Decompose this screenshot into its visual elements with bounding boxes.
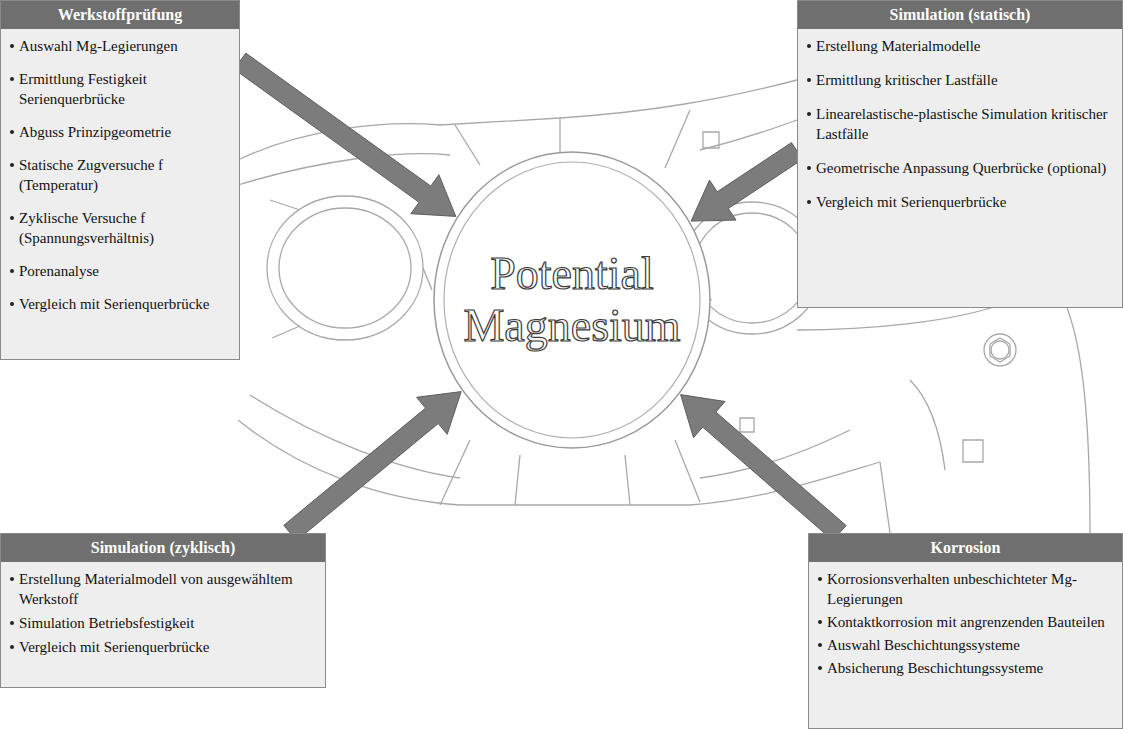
bullet-dot xyxy=(807,166,811,170)
bullet-text: Vergleich mit Serienquerbrücke xyxy=(19,637,210,657)
block-arrow xyxy=(284,392,461,541)
bullet-item: Absicherung Beschichtungssysteme xyxy=(817,658,1114,678)
bullet-dot xyxy=(10,216,14,220)
bullet-text: Erstellung Materialmodelle xyxy=(816,36,981,56)
bullet-item: Porenanalyse xyxy=(9,261,231,281)
bullet-dot xyxy=(10,645,14,649)
bullet-item: Korrosionsverhalten unbeschichteter Mg-L… xyxy=(817,569,1114,609)
topic-box: KorrosionKorrosionsverhalten unbeschicht… xyxy=(808,533,1123,729)
topic-box: Simulation (zyklisch) Erstellung Material… xyxy=(0,533,326,688)
bullet-text: Ermittlung Festigkeit Serienquerbrücke xyxy=(19,69,231,109)
bullet-item: Vergleich mit Serienquerbrücke xyxy=(9,637,317,657)
bullet-text: Zyklische Versuche f (Spannungsverhältni… xyxy=(19,208,231,248)
bullet-item: Zyklische Versuche f (Spannungsverhältni… xyxy=(9,208,231,248)
bullet-text: Statische Zugversuche f (Temperatur) xyxy=(19,155,231,195)
bullet-dot xyxy=(807,78,811,82)
bullet-text: Porenanalyse xyxy=(19,261,99,281)
box-heading: Korrosion xyxy=(809,534,1122,562)
bullet-item: Statische Zugversuche f (Temperatur) xyxy=(9,155,231,195)
bullet-text: Abguss Prinzipgeometrie xyxy=(19,122,171,142)
box-body: Korrosionsverhalten unbeschichteter Mg-L… xyxy=(809,562,1122,684)
bullet-dot xyxy=(10,577,14,581)
bullet-dot xyxy=(10,163,14,167)
central-ring: Potential Magnesium xyxy=(432,150,712,450)
box-heading: Werkstoffprüfung xyxy=(1,1,239,29)
bullet-item: Abguss Prinzipgeometrie xyxy=(9,122,231,142)
box-body: Erstellung MaterialmodelleErmittlung kri… xyxy=(798,29,1122,218)
bullet-item: Ermittlung Festigkeit Serienquerbrücke xyxy=(9,69,231,109)
bullet-dot xyxy=(10,269,14,273)
topic-box: WerkstoffprüfungAuswahl Mg-LegierungenEr… xyxy=(0,0,240,360)
bullet-text: Auswahl Mg-Legierungen xyxy=(19,36,178,56)
bullet-dot xyxy=(10,77,14,81)
bullet-text: Vergleich mit Serienquerbrücke xyxy=(19,294,210,314)
bullet-item: Erstellung Materialmodell von ausgewählt… xyxy=(9,569,317,609)
block-arrow xyxy=(234,53,456,216)
box-heading: Simulation (zyklisch) xyxy=(1,534,325,562)
box-body: Auswahl Mg-LegierungenErmittlung Festigk… xyxy=(1,29,239,320)
bullet-text: Ermittlung kritischer Lastfälle xyxy=(816,70,998,90)
bullet-dot xyxy=(818,577,822,581)
bullet-dot xyxy=(807,112,811,116)
bullet-item: Auswahl Beschichtungssysteme xyxy=(817,635,1114,655)
bullet-item: Vergleich mit Serienquerbrücke xyxy=(806,192,1114,212)
bullet-item: Linearelastische-plastische Simulation k… xyxy=(806,104,1114,144)
bullet-dot xyxy=(818,666,822,670)
bullet-text: Geometrische Anpassung Querbrücke (optio… xyxy=(816,158,1106,178)
bullet-item: Geometrische Anpassung Querbrücke (optio… xyxy=(806,158,1114,178)
bullet-dot xyxy=(807,200,811,204)
bullet-dot xyxy=(10,44,14,48)
block-arrow xyxy=(691,143,802,222)
box-heading: Simulation (statisch) xyxy=(798,1,1122,29)
bullet-text: Korrosionsverhalten unbeschichteter Mg-L… xyxy=(827,569,1114,609)
bullet-text: Vergleich mit Serienquerbrücke xyxy=(816,192,1007,212)
block-arrow xyxy=(681,395,847,541)
bullet-text: Linearelastische-plastische Simulation k… xyxy=(816,104,1114,144)
bullet-dot xyxy=(10,130,14,134)
bullet-dot xyxy=(10,302,14,306)
bullet-text: Simulation Betriebsfestigkeit xyxy=(19,613,194,633)
bullet-text: Auswahl Beschichtungssysteme xyxy=(827,635,1020,655)
box-body: Erstellung Materialmodell von ausgewählt… xyxy=(1,562,325,663)
topic-box: Simulation (statisch)Erstellung Material… xyxy=(797,0,1123,308)
bullet-item: Simulation Betriebsfestigkeit xyxy=(9,613,317,633)
bullet-dot xyxy=(818,643,822,647)
bullet-item: Ermittlung kritischer Lastfälle xyxy=(806,70,1114,90)
bullet-text: Kontaktkorrosion mit angrenzenden Bautei… xyxy=(827,612,1105,632)
bullet-text: Erstellung Materialmodell von ausgewählt… xyxy=(19,569,317,609)
bullet-item: Erstellung Materialmodelle xyxy=(806,36,1114,56)
bullet-item: Auswahl Mg-Legierungen xyxy=(9,36,231,56)
central-title: Potential Magnesium xyxy=(452,150,692,450)
bullet-dot xyxy=(807,44,811,48)
bullet-dot xyxy=(818,620,822,624)
bullet-text: Absicherung Beschichtungssysteme xyxy=(827,658,1043,678)
bullet-item: Vergleich mit Serienquerbrücke xyxy=(9,294,231,314)
bullet-item: Kontaktkorrosion mit angrenzenden Bautei… xyxy=(817,612,1114,632)
bullet-dot xyxy=(10,621,14,625)
